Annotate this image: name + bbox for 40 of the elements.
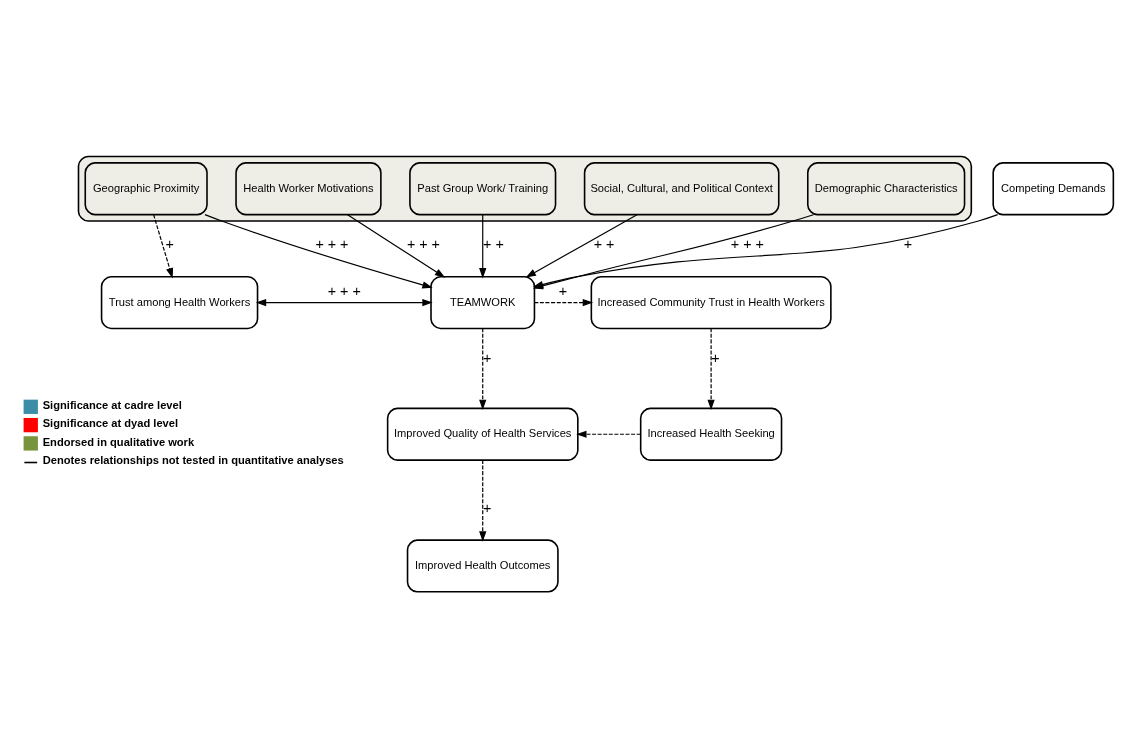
node-box: Health Worker Motivations: [235, 162, 382, 216]
arrow: [479, 214, 487, 279]
legend-label: Significance at cadre level: [42, 398, 182, 411]
arrow: [204, 214, 433, 289]
node-box: Past Group Work/ Training: [409, 162, 557, 216]
node-box: TEAMWORK: [430, 275, 536, 330]
edge-label: + +: [483, 236, 504, 253]
node-box: Increased Health Seeking: [639, 407, 783, 461]
edge-label: + +: [593, 236, 615, 253]
node-box: Competing Demands: [992, 162, 1115, 216]
edge-label: + + +: [327, 282, 361, 299]
edge-label: + + +: [730, 236, 764, 253]
cluster: [77, 155, 973, 222]
node-box: Geographic Proximity: [84, 162, 208, 216]
edge-label: + + +: [315, 236, 349, 253]
legend-label: Endorsed in qualitative work: [42, 435, 195, 448]
edge-label: +: [165, 236, 174, 253]
arrow: [533, 298, 594, 307]
edge-label: +: [482, 349, 492, 366]
edge-label: +: [903, 236, 913, 253]
node-box: Trust among Health Workers: [100, 275, 259, 330]
arrow: [707, 327, 715, 411]
node-box: Improved Health Outcomes: [406, 539, 559, 593]
legend-label: Significance at dyad level: [42, 417, 179, 430]
edge-label: +: [711, 349, 720, 366]
edge-label: + + +: [406, 236, 440, 253]
node-box: Demographic Characteristics: [807, 162, 966, 216]
node-box: Improved Quality of Health Services: [386, 407, 579, 461]
arrow: [479, 459, 487, 542]
node-box: Increased Community Trust in Health Workers: [590, 275, 832, 330]
edge-label: +: [482, 499, 492, 516]
arrow: [479, 327, 487, 411]
arrow: [576, 430, 642, 438]
arrow: [255, 298, 433, 307]
legend-label: Denotes relationships not tested in quantitative analyses: [42, 453, 344, 466]
arrow: [153, 214, 174, 279]
node-box: Social, Cultural, and Political Context: [583, 162, 780, 216]
arrow: [525, 214, 638, 278]
arrow: [346, 214, 446, 278]
edge-label: +: [558, 282, 568, 299]
